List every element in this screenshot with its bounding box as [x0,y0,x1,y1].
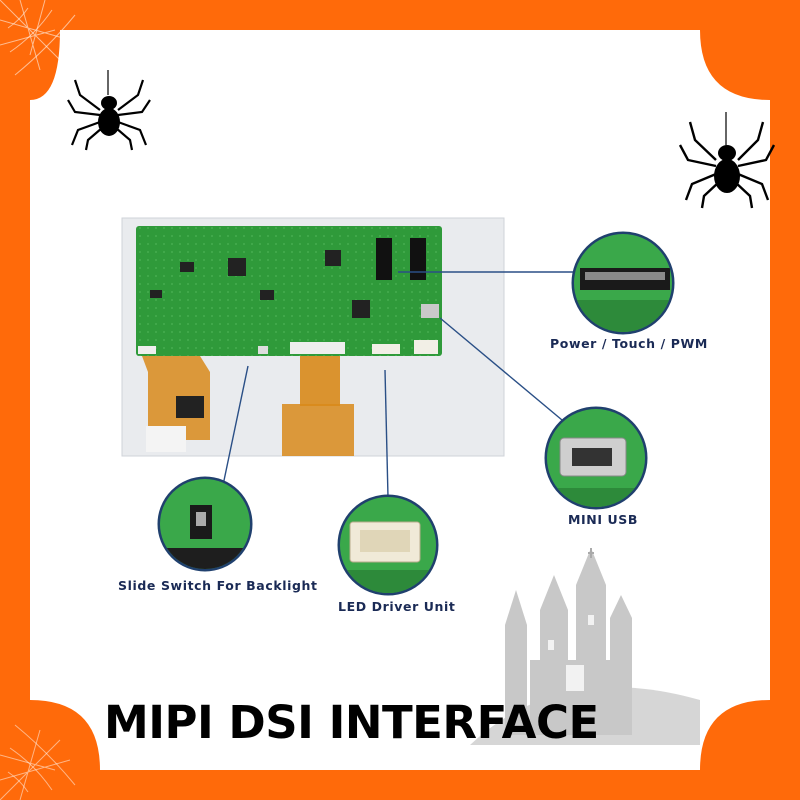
label-mini-usb: MINI USB [568,512,639,527]
callout-lines [221,271,575,498]
label-slide-switch: Slide Switch For Backlight [118,578,318,593]
lcd-module [121,217,505,457]
spider-icon [67,70,151,151]
spiderweb-icon [0,724,76,800]
zoom-circle-power [571,231,675,335]
main-flex-cable [300,356,340,406]
zoom-circle-slide [157,476,253,572]
label-led-driver: LED Driver Unit [338,599,456,614]
spiderweb-icon [0,0,76,76]
spider-icon [678,112,776,209]
banner-title: MIPI DSI INTERFACE [104,696,599,749]
castle-icon [470,548,700,745]
zoom-circle-led [337,494,439,596]
pcb-board [136,226,442,356]
label-power-touch-pwm: Power / Touch / PWM [550,336,708,351]
zoom-circle-usb [544,406,648,510]
